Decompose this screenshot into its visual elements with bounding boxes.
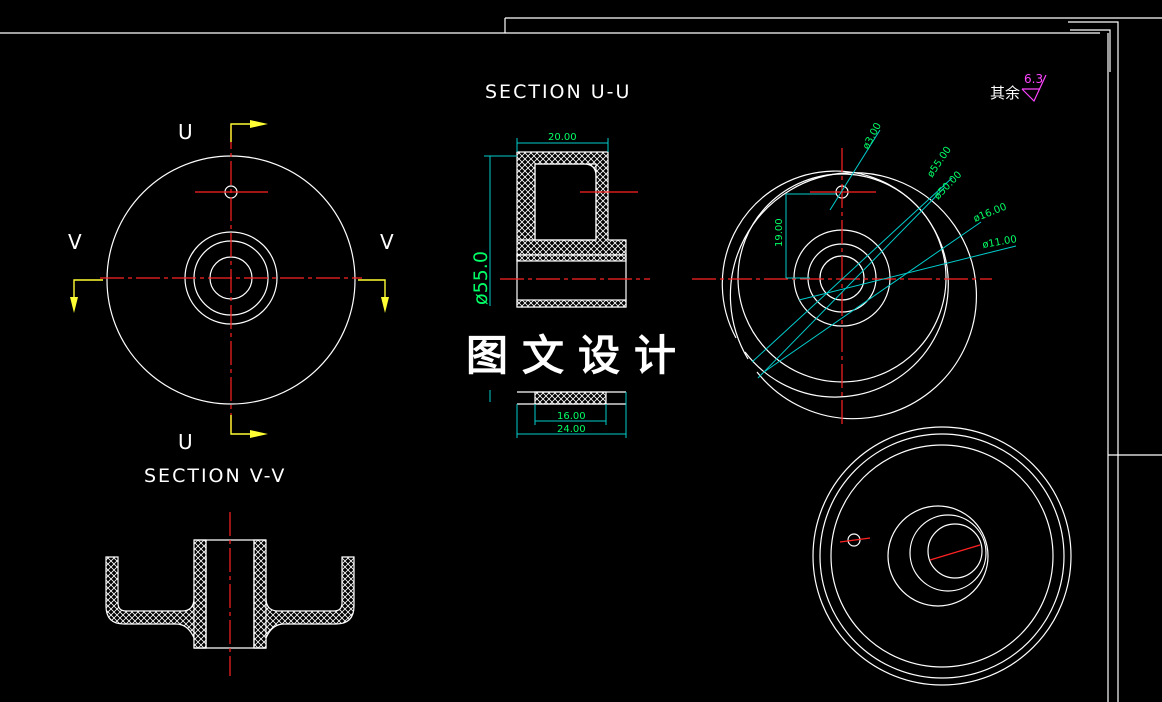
dim-dia-55: ø55.00 — [925, 145, 954, 180]
dim-20: 20.00 — [548, 132, 577, 143]
watermark-text: 图文设计 — [466, 331, 690, 380]
section-vv-title: SECTION V-V — [144, 465, 286, 487]
v-right-label: V — [380, 230, 394, 254]
dim-dia-11: ø11.00 — [982, 234, 1018, 251]
dim-dia-16: ø16.00 — [972, 202, 1008, 225]
dim-16: 16.00 — [557, 411, 586, 422]
drawing-frame — [0, 17, 1162, 702]
v-left-label: V — [68, 230, 82, 254]
dim-19: 19.00 — [774, 218, 785, 247]
dim-dia-3: ø3.00 — [861, 121, 884, 151]
bottom-right-view — [812, 426, 1072, 686]
roughness-value: 6.3 — [1024, 72, 1043, 86]
dim-dia-55-vertical: ø55.0 — [470, 251, 492, 305]
dim-24: 24.00 — [557, 424, 586, 435]
u-bottom-label: U — [178, 430, 193, 454]
roughness-symbol-icon — [1021, 74, 1047, 103]
section-uu-title: SECTION U-U — [485, 81, 631, 103]
front-view: U U V V — [68, 120, 394, 454]
section-vv-view — [105, 512, 355, 676]
section-uu-view: 20.00 ø55.0 16.00 24.00 — [470, 132, 650, 438]
roughness-note-text: 其余 — [990, 84, 1020, 102]
top-right-view: ø3.00 ø55.00 ø50.00 ø16.00 ø11.00 19.00 — [692, 121, 1018, 425]
u-top-label: U — [178, 120, 193, 144]
surface-roughness-note: 其余 6.3 — [990, 72, 1047, 103]
